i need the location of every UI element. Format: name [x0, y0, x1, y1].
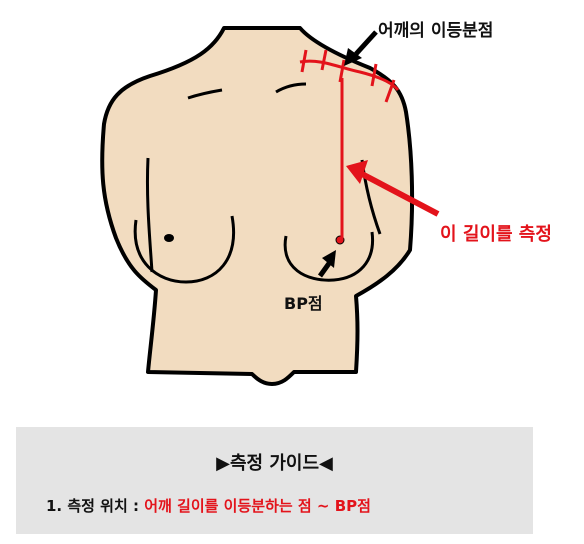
- neck-line-right: [275, 82, 307, 94]
- arrow-shoulder-head: [344, 48, 362, 66]
- shoulder-tick-1: [300, 49, 308, 73]
- neck-line-left: [187, 88, 223, 100]
- arrow-shoulder-shaft: [354, 30, 378, 56]
- body-illustration: [100, 26, 440, 386]
- shoulder-tick-3: [338, 59, 346, 83]
- arm-line-left: [145, 157, 154, 273]
- breast-right: [283, 231, 375, 282]
- shoulder-point-label: 어깨의 이등분점: [378, 21, 494, 41]
- shoulder-tick-2: [320, 49, 328, 71]
- breast-left: [133, 215, 235, 284]
- guide-title: ▶측정 가이드◀: [216, 453, 333, 474]
- bp-point-label: BP점: [284, 294, 323, 313]
- shoulder-tick-4: [370, 63, 378, 87]
- measurement-guide-box: ▶측정 가이드◀ 1. 측정 위치 : 어깨 길이를 이등분하는 점 ~ BP점: [16, 427, 533, 534]
- shoulder-tick-5: [384, 79, 396, 103]
- arrow-bp-head: [322, 250, 336, 268]
- torso-drawing: [100, 26, 440, 386]
- arrow-measure-head: [346, 160, 368, 184]
- guide-item: 1. 측정 위치 : 어깨 길이를 이등분하는 점 ~ BP점: [46, 495, 371, 516]
- arrow-bp-shaft: [317, 260, 333, 278]
- nipple-left: [164, 234, 174, 242]
- guide-item-label: 1. 측정 위치 :: [46, 497, 145, 515]
- torso-shape: [100, 26, 415, 386]
- guide-item-value: 어깨 길이를 이등분하는 점 ~ BP점: [144, 497, 371, 515]
- measure-length-label: 이 길이를 측정: [440, 224, 552, 245]
- arrow-measure-shaft: [360, 171, 440, 217]
- shoulder-measure-line: [299, 59, 400, 91]
